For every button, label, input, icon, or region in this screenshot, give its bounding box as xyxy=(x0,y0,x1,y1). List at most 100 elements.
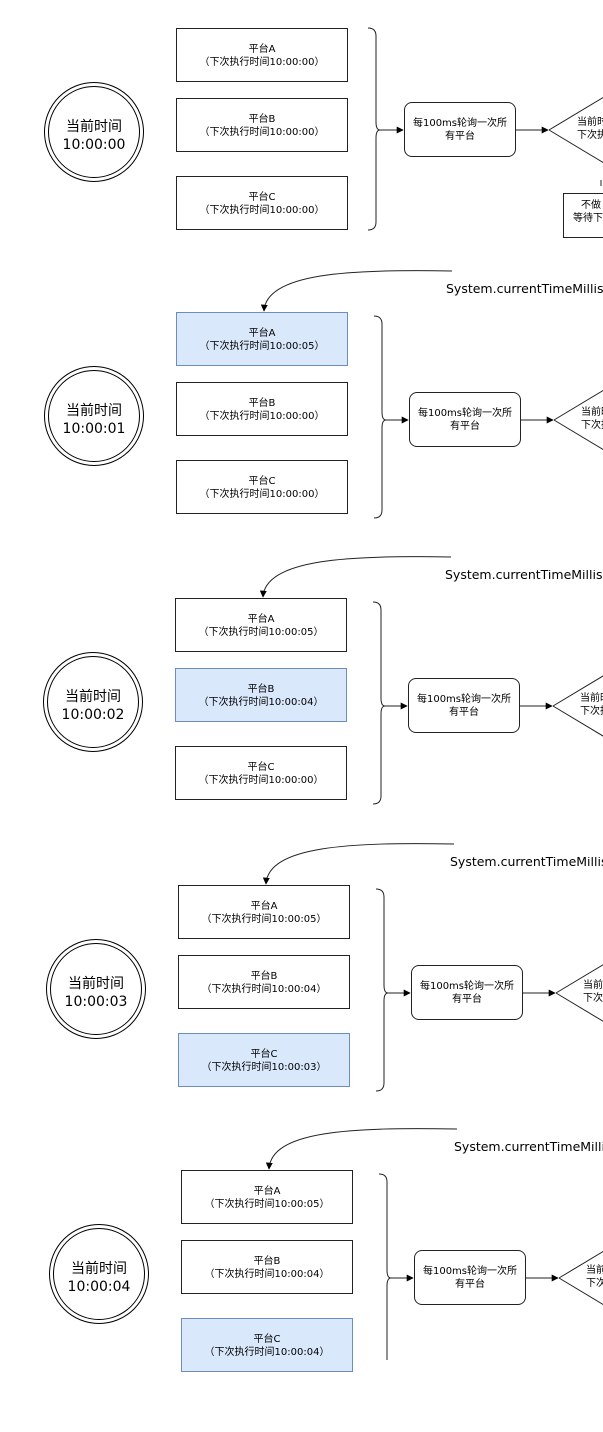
platform-box-a: 平台A （下次执行时间10:00:05） xyxy=(181,1170,353,1224)
update-note: 更新平台B的下次执行时System.currentTimeMillis xyxy=(445,570,602,583)
decision-line-1: 当前时 xyxy=(581,407,603,418)
poll-label-1: 每100ms轮询一次所 xyxy=(412,118,508,129)
poll-box: 每100ms轮询一次所有平台 xyxy=(411,965,523,1020)
decision-line-1: 当前时 xyxy=(583,980,603,991)
clock-time: 10:00:04 xyxy=(67,1279,131,1295)
platform-next-exec: （下次执行时间10:00:05） xyxy=(204,1199,330,1210)
update-note-line-2: System.currentTimeMillis xyxy=(446,284,603,296)
platform-name: 平台A xyxy=(250,901,278,912)
current-time-clock: 当前时间 10:00:02 xyxy=(43,652,143,752)
platform-box-a: 平台A （下次执行时间10:00:05） xyxy=(178,885,350,939)
decision-line-2: 下次执 xyxy=(583,993,603,1004)
clock-label: 当前时间 xyxy=(65,689,121,705)
platform-next-exec: （下次执行时间10:00:04） xyxy=(198,697,324,708)
poll-box: 每100ms轮询一次所有平台 xyxy=(408,678,520,733)
platform-name: 平台A xyxy=(247,614,275,625)
current-time-clock: 当前时间 10:00:01 xyxy=(44,366,144,466)
platform-next-exec: （下次执行时间10:00:00） xyxy=(199,57,325,68)
current-time-clock: 当前时间 10:00:00 xyxy=(44,82,144,182)
platform-next-exec: （下次执行时间10:00:05） xyxy=(201,914,327,925)
decision-line-1: 当前时 xyxy=(580,693,603,704)
platform-box-b: 平台B （下次执行时间10:00:00） xyxy=(176,382,348,436)
platform-next-exec: （下次执行时间10:00:00） xyxy=(199,411,325,422)
platform-name: 平台A xyxy=(253,1186,281,1197)
clock-label: 当前时间 xyxy=(68,976,124,992)
poll-box: 每100ms轮询一次所有平台 xyxy=(404,102,516,157)
poll-label-2: 有平台 xyxy=(452,994,482,1005)
update-note: 更新平台C的下次执行时System.currentTimeMillis xyxy=(454,1142,603,1155)
platform-name: 平台A xyxy=(248,44,276,55)
decision-line-2: 下次执 xyxy=(577,130,603,141)
platform-next-exec: （下次执行时间10:00:04） xyxy=(204,1269,330,1280)
clock-time: 10:00:00 xyxy=(62,137,126,153)
platform-box-b: 平台B （下次执行时间10:00:00） xyxy=(176,98,348,152)
poll-box: 每100ms轮询一次所有平台 xyxy=(409,392,521,447)
platform-name: 平台B xyxy=(247,684,275,695)
poll-label-1: 每100ms轮询一次所 xyxy=(422,1266,518,1277)
platform-next-exec: （下次执行时间10:00:05） xyxy=(198,627,324,638)
timeline-step-0: 当前时间 10:00:00 平台A （下次执行时间10:00:00） 平台B （下次执行时… xyxy=(0,0,603,290)
decision-line-2: 下次执 xyxy=(586,1278,603,1289)
clock-label: 当前时间 xyxy=(66,119,122,135)
platform-next-exec: （下次执行时间10:00:00） xyxy=(199,127,325,138)
poll-label-1: 每100ms轮询一次所 xyxy=(416,694,512,705)
platform-name: 平台C xyxy=(253,1334,281,1345)
clock-text: 当前时间 10:00:01 xyxy=(45,402,143,438)
clock-text: 当前时间 10:00:02 xyxy=(44,688,142,724)
platform-name: 平台B xyxy=(248,114,276,125)
platform-next-exec: （下次执行时间10:00:05） xyxy=(199,341,325,352)
poll-label-2: 有平台 xyxy=(455,1279,485,1290)
platform-name: 平台B xyxy=(250,971,278,982)
poll-label-2: 有平台 xyxy=(445,131,475,142)
platform-name: 平台C xyxy=(250,1049,278,1060)
update-note: 更新平台A的下次执行时System.currentTimeMillis xyxy=(446,284,603,297)
clock-label: 当前时间 xyxy=(66,403,122,419)
update-note-line-2: System.currentTimeMillis xyxy=(445,570,603,582)
timeline-step-2: 当前时间 10:00:02 平台A （下次执行时间10:00:05） 平台B （下次执行时… xyxy=(0,570,603,860)
platform-name: 平台C xyxy=(248,192,276,203)
platform-next-exec: （下次执行时间10:00:04） xyxy=(201,984,327,995)
clock-time: 10:00:01 xyxy=(62,421,126,437)
platform-next-exec: （下次执行时间10:00:03） xyxy=(201,1062,327,1073)
update-note-line-2: System.currentTimeMillis xyxy=(454,1142,603,1154)
no-action-line-1: 不做 xyxy=(581,200,601,211)
platform-name: 平台B xyxy=(253,1256,281,1267)
platform-next-exec: （下次执行时间10:00:04） xyxy=(204,1347,330,1358)
update-note: 更新平台C的下次执行时System.currentTimeMillis xyxy=(450,857,603,870)
platform-box-a: 平台A （下次执行时间10:00:05） xyxy=(175,598,347,652)
platform-box-c: 平台C （下次执行时间10:00:04） xyxy=(181,1318,353,1372)
platform-box-b: 平台B （下次执行时间10:00:04） xyxy=(178,955,350,1009)
platform-box-c: 平台C （下次执行时间10:00:00） xyxy=(175,746,347,800)
poll-label-1: 每100ms轮询一次所 xyxy=(417,408,513,419)
clock-text: 当前时间 10:00:00 xyxy=(45,118,143,154)
timeline-step-1: 当前时间 10:00:01 平台A（下次执行时间10:00:05） 平台B （下次执行时… xyxy=(0,284,603,574)
platform-next-exec: （下次执行时间10:00:00） xyxy=(198,775,324,786)
platform-box-c: 平台C （下次执行时间10:00:00） xyxy=(176,460,348,514)
platform-name: 平台C xyxy=(247,762,275,773)
platform-name: 平台C xyxy=(248,476,276,487)
poll-box: 每100ms轮询一次所有平台 xyxy=(414,1250,526,1305)
decision-line-2: 下次执 xyxy=(581,420,603,431)
clock-time: 10:00:02 xyxy=(61,707,125,723)
platform-next-exec: （下次执行时间10:00:00） xyxy=(199,205,325,216)
update-note-line-2: System.currentTimeMillis xyxy=(450,857,603,869)
poll-label-2: 有平台 xyxy=(449,707,479,718)
decision-line-2: 下次执 xyxy=(580,706,603,717)
no-action-box: 不做等待下 xyxy=(563,193,603,238)
platform-box-a: 平台A（下次执行时间10:00:05） xyxy=(176,312,348,366)
platform-box-b: 平台B （下次执行时间10:00:04） xyxy=(175,668,347,722)
platform-name: 平台B xyxy=(248,398,276,409)
platform-box-c: 平台C （下次执行时间10:00:00） xyxy=(176,176,348,230)
platform-next-exec: （下次执行时间10:00:00） xyxy=(199,489,325,500)
poll-label-1: 每100ms轮询一次所 xyxy=(419,981,515,992)
